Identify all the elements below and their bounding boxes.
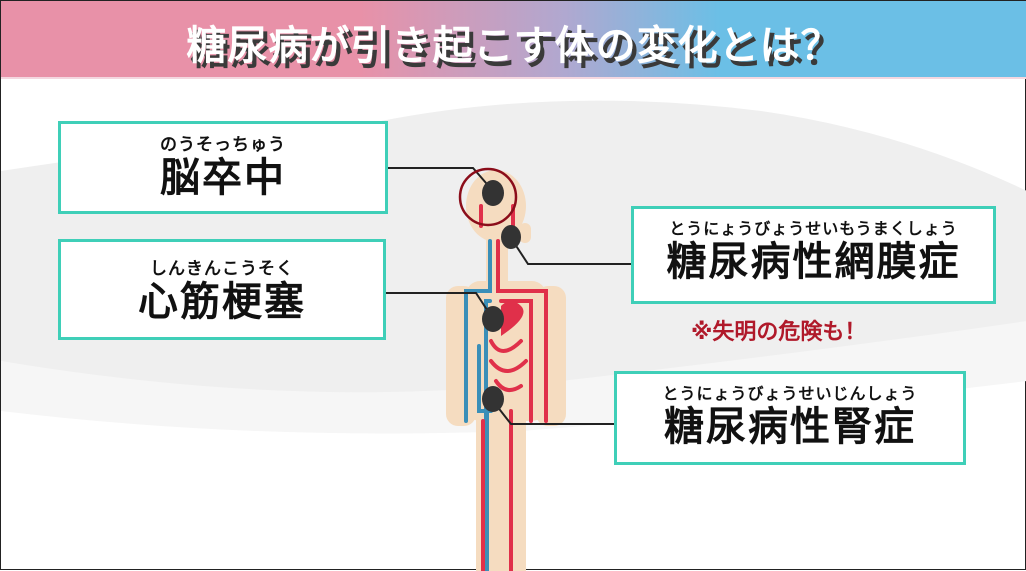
callout-ruby: のうそっちゅう (160, 135, 286, 155)
callout-nephropathy: とうにょうびょうせいじんしょう 糖尿病性腎症 (614, 371, 966, 465)
title-banner: 糖尿病が引き起こす体の変化とは？ (1, 1, 1026, 79)
callout-retinopathy: とうにょうびょうせいもうまくしょう 糖尿病性網膜症 (631, 206, 996, 304)
callout-label: 糖尿病性網膜症 (666, 239, 961, 285)
callout-ruby: とうにょうびょうせいじんしょう (662, 384, 918, 403)
callout-label: 脳卒中 (160, 155, 286, 201)
brain-highlight-circle (458, 167, 518, 227)
callout-ruby: しんきんこうそく (150, 259, 294, 279)
blindness-warning: ※失明の危険も！ (691, 320, 867, 345)
callout-stroke: のうそっちゅう 脳卒中 (58, 121, 388, 214)
marker-eye (501, 225, 521, 249)
callout-label: 心筋梗塞 (138, 279, 306, 325)
marker-brain (482, 180, 504, 206)
marker-kidney (482, 386, 504, 412)
marker-heart (482, 306, 504, 332)
callout-myocardial-infarction: しんきんこうそく 心筋梗塞 (58, 239, 386, 340)
page-title: 糖尿病が引き起こす体の変化とは？ (186, 23, 842, 69)
callout-ruby: とうにょうびょうせいもうまくしょう (669, 219, 958, 238)
callout-label: 糖尿病性腎症 (664, 404, 916, 450)
